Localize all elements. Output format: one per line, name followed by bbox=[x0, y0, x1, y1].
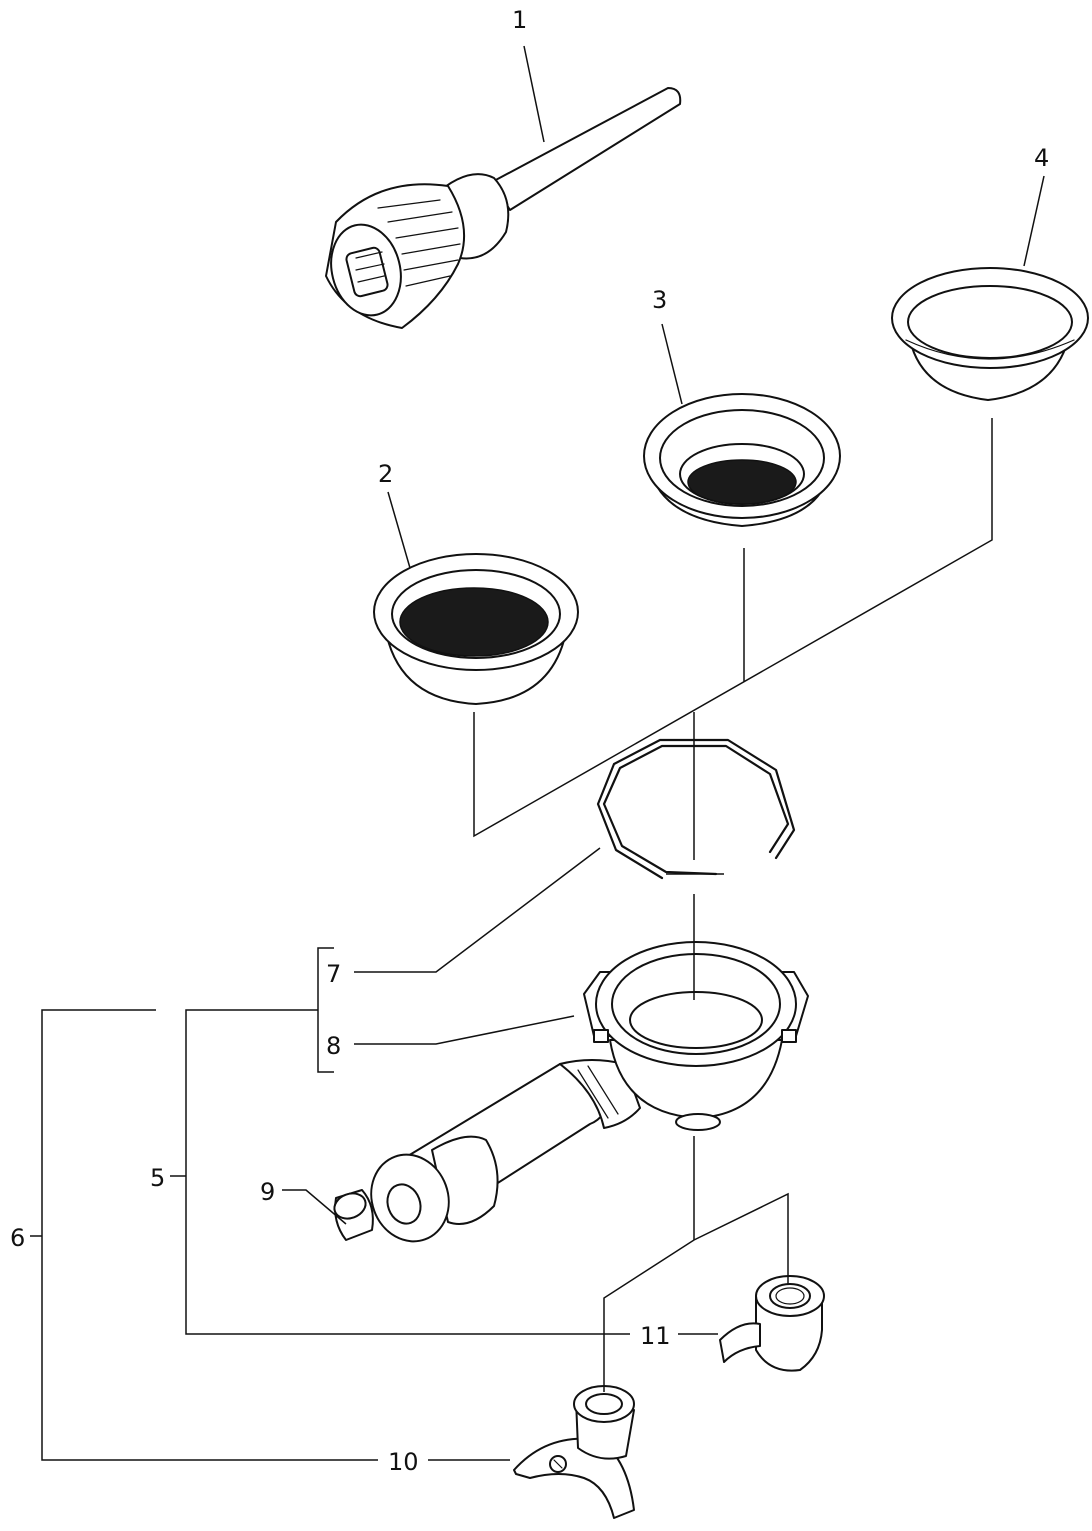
part-2-filter-basket bbox=[373, 553, 579, 705]
callout-1: 1 bbox=[512, 6, 527, 34]
callout-2: 2 bbox=[378, 460, 393, 488]
part-7-spring-clip bbox=[596, 738, 796, 880]
callout-6: 6 bbox=[10, 1224, 25, 1252]
part-1-tamper-tool bbox=[325, 87, 682, 329]
callout-10: 10 bbox=[388, 1448, 419, 1476]
callout-labels: 1 2 3 4 5 6 7 8 9 10 11 bbox=[10, 6, 1049, 1476]
assembly-lines bbox=[30, 45, 1045, 1461]
callout-4: 4 bbox=[1034, 144, 1049, 172]
part-11-single-spout bbox=[719, 1275, 825, 1372]
part-4-basket-ring bbox=[891, 267, 1089, 401]
part-3-filter-basket bbox=[643, 393, 841, 527]
callout-5: 5 bbox=[150, 1164, 165, 1192]
callout-11: 11 bbox=[640, 1322, 671, 1350]
part-10-double-spout bbox=[513, 1385, 635, 1519]
callout-7: 7 bbox=[326, 960, 341, 988]
callout-9: 9 bbox=[260, 1178, 275, 1206]
callout-3: 3 bbox=[652, 286, 667, 314]
callout-8: 8 bbox=[326, 1032, 341, 1060]
part-9-end-cap bbox=[333, 1189, 374, 1241]
part-8-portafilter bbox=[370, 941, 809, 1243]
